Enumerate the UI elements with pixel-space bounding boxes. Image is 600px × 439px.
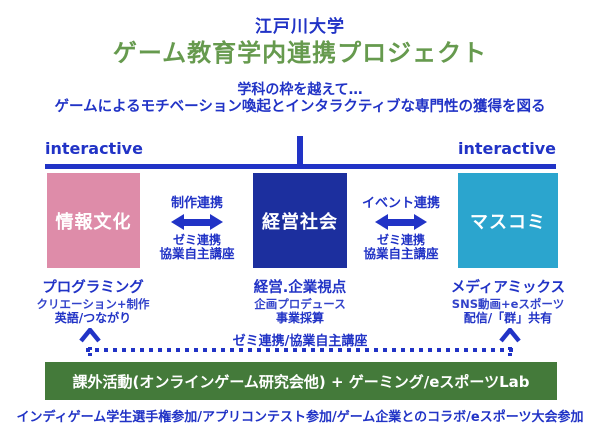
footer-activities-text: インディゲーム学生選手権参加/アプリコンテスト参加/ゲーム企業とのコラボ/eスポ… xyxy=(16,410,584,425)
focus-line2: 配信/「群」共有 xyxy=(463,311,553,325)
dotted-up-arrow-icon xyxy=(498,326,522,359)
dept-box-johobunka: 情報文化 xyxy=(47,173,140,268)
dotted-connector-label: ゼミ連携/協業自主講座 xyxy=(232,334,368,349)
horizontal-rule xyxy=(45,164,556,169)
dotted-up-arrow-icon xyxy=(78,326,102,359)
arrow-shaft xyxy=(184,218,210,226)
arrow-shaft xyxy=(388,218,414,226)
subtitle-line1: 学科の枠を越えて… xyxy=(237,82,363,98)
connector-mid-label: ゼミ連携 xyxy=(172,233,221,247)
connector-top-label: イベント連携 xyxy=(361,196,440,211)
interactive-label-left: interactive xyxy=(45,139,143,158)
focus-title: 経営.企業視点 xyxy=(253,280,347,296)
connector-bottom-label: 協業自主講座 xyxy=(159,246,235,261)
focus-title: メディアミックス xyxy=(450,280,566,296)
banner-text: 課外活動(オンラインゲーム研究会他) + ゲーミング/eスポーツLab xyxy=(72,372,530,391)
dept-box-masukomi: マスコミ xyxy=(458,173,558,268)
focus-column-masukomi: メディアミックス SNS動画+eスポーツ 配信/「群」共有 xyxy=(423,280,593,325)
focus-line2: 英語/つながり xyxy=(54,311,132,325)
chevron-up-icon xyxy=(79,326,101,343)
double-arrow-icon xyxy=(170,214,224,230)
center-connector-tick xyxy=(297,136,303,166)
focus-line1: クリエーション+制作 xyxy=(36,297,150,311)
connector-mid-label: ゼミ連携 xyxy=(376,233,425,247)
dept-label: マスコミ xyxy=(470,211,546,233)
dept-box-keieishakai: 経営社会 xyxy=(253,173,347,268)
arrow-head-right xyxy=(210,214,223,230)
focus-line1: 企画プロデュース xyxy=(254,297,346,311)
focus-title: プログラミング xyxy=(42,280,144,296)
dotted-horizontal-line xyxy=(86,348,514,352)
page-title: ゲーム教育学内連携プロジェクト xyxy=(112,39,488,67)
extracurricular-banner: 課外活動(オンラインゲーム研究会他) + ゲーミング/eスポーツLab xyxy=(45,362,557,400)
double-arrow-icon xyxy=(374,214,428,230)
dotted-stem xyxy=(508,347,512,359)
subtitle-line2: ゲームによるモチベーション喚起とインタラクティブな専門性の獲得を図る xyxy=(54,99,546,115)
university-name: 江戸川大学 xyxy=(255,17,345,37)
arrow-head-left xyxy=(375,214,388,230)
arrow-head-right xyxy=(414,214,427,230)
focus-column-keieishakai: 経営.企業視点 企画プロデュース 事業採算 xyxy=(215,280,385,325)
dotted-stem xyxy=(88,347,92,359)
connector-left: 制作連携 ゼミ連携 協業自主講座 xyxy=(142,196,252,261)
focus-column-johobunka: プログラミング クリエーション+制作 英語/つながり xyxy=(8,280,178,325)
interactive-label-right: interactive xyxy=(458,139,556,158)
dept-label: 経営社会 xyxy=(262,211,338,233)
chevron-up-icon xyxy=(499,326,521,343)
dept-label: 情報文化 xyxy=(55,211,132,233)
connector-bottom-label: 協業自主講座 xyxy=(363,246,439,261)
arrow-head-left xyxy=(171,214,184,230)
focus-line1: SNS動画+eスポーツ xyxy=(451,297,565,311)
connector-top-label: 制作連携 xyxy=(170,196,223,211)
focus-line2: 事業採算 xyxy=(275,311,324,325)
connector-right: イベント連携 ゼミ連携 協業自主講座 xyxy=(346,196,456,261)
